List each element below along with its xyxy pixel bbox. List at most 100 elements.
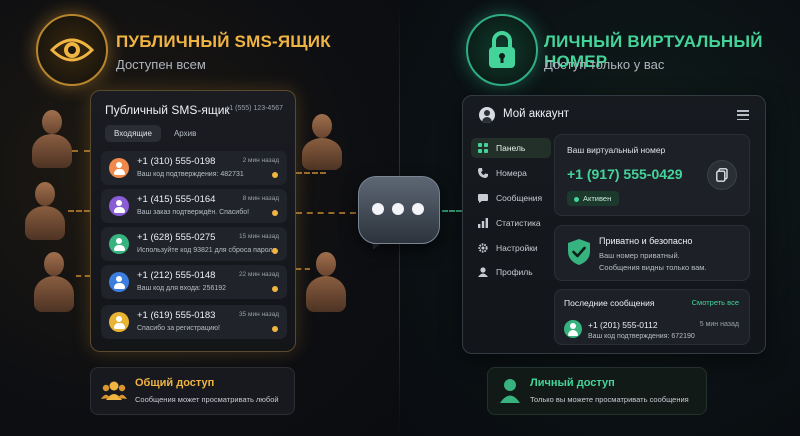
- list-item[interactable]: +1 (628) 555-0275 Используйте код 93821 …: [101, 227, 287, 261]
- message-text: Ваш заказ подтверждён. Спасибо!: [137, 209, 250, 216]
- public-access-text: Сообщения может просматривать любой: [135, 395, 279, 404]
- connection-line: [76, 275, 90, 277]
- hamburger-menu-icon[interactable]: [737, 110, 749, 120]
- tab-bar: Входящие Архив: [105, 125, 205, 142]
- message-text: Ваш код подтверждения: 672190: [588, 333, 695, 340]
- person-silhouette: [300, 114, 344, 172]
- stats-icon: [478, 218, 488, 228]
- connection-line: [296, 268, 310, 270]
- sidebar-item-label: Панель: [496, 143, 526, 153]
- avatar: [109, 234, 129, 254]
- dashboard-icon: [478, 143, 488, 153]
- private-access-panel: Личный доступ Только вы можете просматри…: [487, 367, 707, 415]
- unread-dot: [272, 172, 278, 178]
- message-time: 15 мин назад: [238, 233, 279, 240]
- private-number-title: ЛИЧНЫЙ ВИРТУАЛЬНЫЙ НОМЕР: [544, 32, 763, 71]
- sidebar-item-label: Номера: [496, 168, 527, 178]
- message-number: +1 (212) 555-0148: [137, 270, 216, 281]
- person-silhouette: [304, 252, 348, 314]
- account-title: Мой аккаунт: [503, 108, 570, 120]
- chat-icon: [478, 193, 488, 203]
- copy-icon: [716, 168, 728, 182]
- sidebar-item-label: Профиль: [496, 267, 533, 277]
- connection-line: [72, 150, 90, 152]
- message-number: +1 (415) 555-0164: [137, 194, 216, 205]
- view-all-link[interactable]: Смотреть все: [691, 298, 739, 307]
- list-item[interactable]: +1 (310) 555-0198 Ваш код подтверждения:…: [101, 151, 287, 185]
- typing-dots: [372, 203, 424, 215]
- message-text: Ваш код для входа: 256192: [137, 285, 227, 292]
- private-number-subtitle: Доступ только у вас: [544, 57, 665, 72]
- virtual-number-value: +1 (917) 555-0429: [567, 166, 683, 182]
- avatar: [564, 320, 582, 338]
- list-item[interactable]: +1 (212) 555-0148 Ваш код для входа: 256…: [101, 265, 287, 299]
- unread-dot: [272, 326, 278, 332]
- private-access-title: Личный доступ: [530, 377, 615, 389]
- message-time: 8 мин назад: [242, 195, 279, 202]
- unread-dot: [272, 210, 278, 216]
- security-card: Приватно и безопасно Ваш номер приватный…: [554, 225, 750, 281]
- message-text: Спасибо за регистрацию!: [137, 325, 220, 332]
- connection-line: [68, 210, 90, 212]
- message-number: +1 (201) 555-0112: [588, 320, 658, 330]
- message-number: +1 (619) 555-0183: [137, 310, 216, 321]
- eye-icon: [36, 14, 108, 86]
- group-icon: [101, 381, 127, 400]
- public-box-title: ПУБЛИЧНЫЙ SMS-ЯЩИК: [116, 32, 331, 51]
- copy-button[interactable]: [707, 160, 737, 190]
- security-line: Ваш номер приватный.: [599, 251, 680, 260]
- connection-line: [442, 210, 462, 212]
- message-text: Используйте код 93821 для сброса пароля: [137, 247, 277, 254]
- connection-line: [296, 212, 356, 214]
- unread-dot: [272, 286, 278, 292]
- sidebar-item-messages[interactable]: Сообщения: [471, 188, 551, 208]
- profile-icon: [478, 267, 488, 277]
- list-item[interactable]: +1 (619) 555-0183 Спасибо за регистрацию…: [101, 305, 287, 339]
- security-text: Ваш номер приватный. Сообщения видны тол…: [599, 250, 707, 274]
- security-title: Приватно и безопасно: [599, 236, 693, 246]
- person-icon: [500, 379, 520, 403]
- public-access-panel: Общий доступ Сообщения может просматрива…: [90, 367, 295, 415]
- connection-line: [296, 172, 326, 174]
- message-time: 2 мин назад: [242, 157, 279, 164]
- message-time: 35 мин назад: [238, 311, 279, 318]
- public-box-subtitle: Доступен всем: [116, 57, 206, 72]
- avatar: [109, 272, 129, 292]
- card-phone: +1 (555) 123-4567: [225, 105, 283, 112]
- message-time: 22 мин назад: [238, 271, 279, 278]
- sidebar-item-label: Сообщения: [496, 193, 543, 203]
- tab-inbox[interactable]: Входящие: [105, 125, 161, 142]
- security-line: Сообщения видны только вам.: [599, 263, 707, 272]
- sidebar-item-numbers[interactable]: Номера: [471, 163, 551, 183]
- list-item[interactable]: +1 (415) 555-0164 Ваш заказ подтверждён.…: [101, 189, 287, 223]
- sidebar-item-label: Статистика: [496, 218, 541, 228]
- public-sms-card: Публичный SMS-ящик +1 (555) 123-4567 Вхо…: [90, 90, 296, 352]
- sidebar-item-dashboard[interactable]: Панель: [471, 138, 551, 158]
- tab-archive[interactable]: Архив: [173, 129, 197, 138]
- lock-icon: [466, 14, 538, 86]
- avatar: [109, 312, 129, 332]
- avatar: [109, 196, 129, 216]
- sidebar-item-label: Настройки: [496, 243, 538, 253]
- sidebar-item-profile[interactable]: Профиль: [471, 262, 551, 282]
- message-text: Ваш код подтверждения: 482731: [137, 171, 244, 178]
- private-access-text: Только вы можете просматривать сообщения: [530, 395, 689, 404]
- gear-icon: [478, 243, 488, 253]
- sidebar-item-settings[interactable]: Настройки: [471, 238, 551, 258]
- avatar: [479, 107, 495, 123]
- shield-check-icon: [568, 239, 590, 265]
- virtual-number-card: Ваш виртуальный номер +1 (917) 555-0429 …: [554, 134, 750, 216]
- phone-icon: [478, 168, 488, 178]
- message-number: +1 (310) 555-0198: [137, 156, 216, 167]
- unread-dot: [272, 248, 278, 254]
- person-silhouette: [32, 252, 76, 314]
- person-silhouette: [22, 182, 68, 242]
- recent-title: Последние сообщения: [564, 298, 655, 308]
- person-silhouette: [30, 110, 74, 170]
- sidebar-item-stats[interactable]: Статистика: [471, 213, 551, 233]
- avatar: [109, 158, 129, 178]
- status-badge: Активен: [567, 191, 620, 206]
- public-access-title: Общий доступ: [135, 377, 215, 389]
- recent-messages-card: Последние сообщения Смотреть все +1 (201…: [554, 289, 750, 345]
- card-title: Публичный SMS-ящик: [105, 103, 230, 117]
